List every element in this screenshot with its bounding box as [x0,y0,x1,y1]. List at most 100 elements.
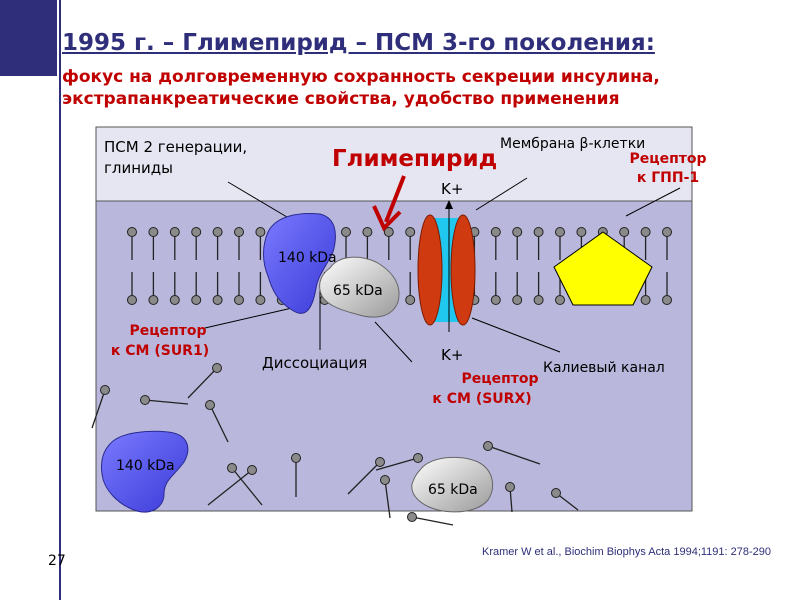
free-lipid-tail [91,389,106,429]
free-lipid-tail [231,467,263,506]
lipid-head [169,227,180,237]
pointer-psm [227,181,293,221]
free-lipid-head [505,482,515,492]
free-lipid-tail [207,469,253,506]
free-lipid-head [375,457,385,467]
protein-140kda-membrane-label: 140 kDa [278,250,337,266]
psm-label-line1: ПСМ 2 генерации, [104,138,247,156]
pointer-membrane [475,177,528,211]
free-lipid-tail [187,367,218,399]
glp1-label-line2: к ГПП-1 [637,170,699,186]
k-ion-bottom: K+ [441,346,463,364]
k-flow-arrowhead [445,200,453,209]
k-ion-top: K+ [441,180,463,198]
protein-140kda-cytoplasm [101,430,189,513]
pointer-sur1 [204,307,293,329]
lipid-head [191,227,202,237]
free-lipid-tail [384,479,391,519]
protein-140kda-cytoplasm-label: 140 kDa [116,458,175,474]
free-lipid-head [483,441,493,451]
lipid-head [555,227,565,237]
dissociation-label: Диссоциация [262,354,367,372]
glimepiride-arrow-shaft [384,175,406,223]
citation: Kramer W et al., Biochim Biophys Acta 19… [482,546,772,558]
left-divider-line [59,0,61,600]
lipid-head [405,227,416,237]
lipid-head [576,227,587,237]
free-lipid-head [140,395,150,405]
free-lipid-tail [487,445,541,465]
lipid-head [127,227,137,237]
lipid-head [212,227,223,237]
lipid-head [127,295,137,305]
protein-140kda-membrane [263,213,336,314]
free-lipid-head [100,385,110,395]
free-lipid-tail [375,457,419,471]
membrane-label: Мембрана β-клетки [500,136,645,152]
slide-title: 1995 г. – Глимепирид – ПСМ 3-го поколени… [62,30,655,56]
slide-subtitle: фокус на долговременную сохранность секр… [62,66,660,110]
protein-65kda-membrane-label: 65 kDa [333,283,383,299]
free-lipid-tail [411,516,454,526]
pointer-k-channel [471,317,561,353]
protein-65kda-cytoplasm [411,456,494,513]
lipid-head [212,295,223,305]
glimepiride-arrowhead [372,205,402,232]
title-accent-bar [0,0,57,76]
lipid-head [362,227,373,237]
free-lipid-tail [144,399,189,405]
surx-label-line2: к СМ (SURX) [432,391,531,407]
lipid-head [662,227,672,237]
lipid-head [191,295,202,305]
k-channel-label: Калиевый канал [543,360,665,376]
lipid-head [619,227,630,237]
lipid-head [490,295,501,305]
protein-65kda-cytoplasm-label: 65 kDa [428,482,478,498]
pointer-glp1 [625,187,681,217]
lipid-head [512,295,523,305]
lipid-head [255,295,266,305]
lipid-head [234,227,244,237]
free-lipid-head [407,512,417,522]
psm-label-line2: глиниды [104,159,173,177]
lipid-head [255,227,266,237]
pointer-surx [374,321,413,363]
lipid-head [533,295,544,305]
lipid-head [640,227,651,237]
free-lipid-head [227,463,237,473]
free-lipid-head [205,400,215,410]
sur1-label-line2: к СМ (SUR1) [111,343,209,359]
page-number: 27 [48,553,66,569]
lipid-head [405,295,416,305]
free-lipid-head [380,475,390,485]
lipid-head [148,227,159,237]
lipid-head [662,295,672,305]
lipid-head [383,227,394,237]
free-lipid-tail [209,404,229,443]
free-lipid-head [551,488,561,498]
free-lipid-head [413,453,423,463]
surx-label-line1: Рецептор [461,371,538,387]
free-lipid-tail [347,461,381,495]
free-lipid-molecules [91,363,579,526]
sur1-label-line1: Рецептор [129,323,206,339]
free-lipid-head [247,465,257,475]
subtitle-line-1: фокус на долговременную сохранность секр… [62,67,660,87]
lipid-head [341,227,351,237]
lipid-head [533,227,544,237]
lipid-head [512,227,523,237]
lipid-head [490,227,501,237]
glp1-label-line1: Рецептор [629,151,706,167]
free-lipid-head [212,363,222,373]
lipid-head [555,295,565,305]
channel-subunit-right [450,214,476,326]
lipid-head [234,295,244,305]
glimepiride-label: Глимепирид [332,146,497,172]
lipid-head [640,295,651,305]
lipid-head [148,295,159,305]
subtitle-line-2: экстрапанкреатические свойства, удобство… [62,89,620,109]
free-lipid-head [291,453,301,463]
glp1-receptor-shape [553,231,653,306]
lipid-head [169,295,180,305]
channel-subunit-left [417,214,443,326]
